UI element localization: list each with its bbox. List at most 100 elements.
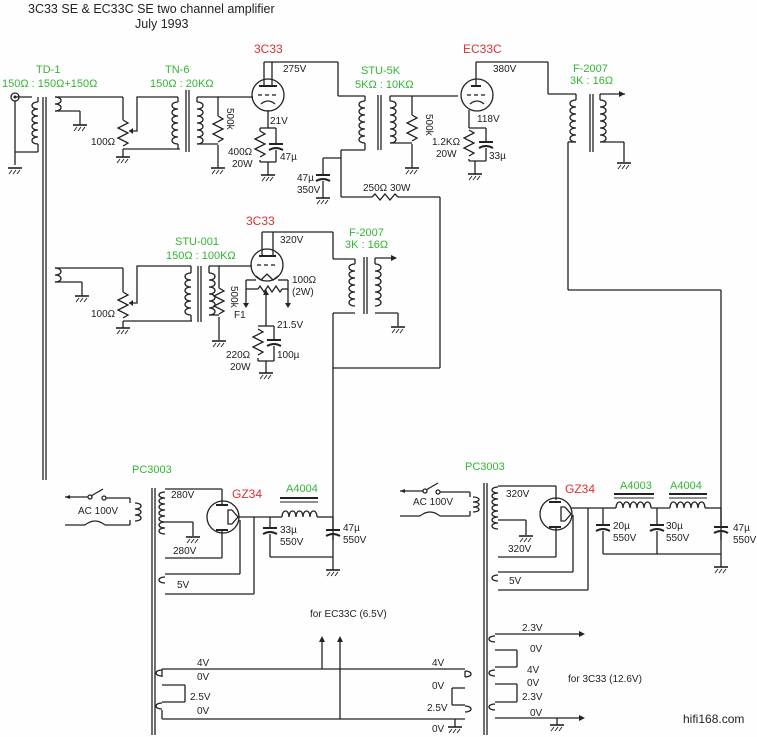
grid-resistor [406, 114, 418, 142]
ground-icon [616, 162, 632, 170]
psu2-c3: 47µ [733, 523, 750, 534]
ground-icon [549, 724, 565, 732]
f2007b-name: F-2007 [349, 227, 384, 239]
grid-resistor [213, 287, 225, 315]
filament-label: F1 [234, 310, 246, 321]
tube1-name: 3C33 [254, 42, 283, 56]
f2007-secondary [599, 99, 607, 143]
ground-icon [467, 173, 483, 181]
psu1-c1: 33µ [280, 525, 297, 536]
tube2-cathode-v: 118V [477, 114, 500, 125]
psu1-rectifier: GZ34 [232, 487, 262, 501]
choke-inductor [281, 510, 318, 518]
stu001-ratio: 150Ω : 100KΩ [166, 250, 236, 262]
grid-r3-value: 500k [228, 286, 239, 309]
ground-icon [260, 174, 276, 182]
arrow-up-icon [319, 636, 325, 642]
psu1-c2-v: 550V [343, 535, 367, 546]
stu5k-name: STU-5K [361, 65, 401, 77]
decoupling-c-voltage: 350V [297, 185, 321, 196]
tube1-plate-v: 275V [283, 64, 307, 75]
tube3-cathode-v: 21.5V [277, 320, 303, 331]
ground-icon [7, 167, 23, 175]
hum-balance-pot [257, 284, 283, 294]
ground-icon [115, 156, 131, 164]
psu2: PC3003 AC 100V 320V 320V 5V GZ34 A4003 [400, 461, 757, 735]
ground-icon [185, 536, 201, 544]
heater-tap-5: 2.3V [522, 692, 543, 703]
heater-3c33-label: for 3C33 (12.6V) [568, 674, 642, 685]
heater-tap-6: 0V [530, 708, 543, 719]
dropping-r-value: 250Ω 30W [363, 183, 411, 194]
heater-r-0v: 0V [432, 681, 445, 692]
tube3-cathode-c: 100µ [277, 350, 300, 361]
arrow-right-icon [579, 715, 585, 721]
grid-r1-value: 500k [224, 108, 235, 131]
tube3-cathode-r-watt: 20W [230, 362, 251, 373]
tube2-cathode-c: 33µ [489, 151, 506, 162]
stu001-name: STU-001 [175, 236, 219, 248]
cathode-capacitor [266, 339, 282, 347]
psu1: PC3003 AC 100V 280V 280V 5V GZ34 A4004 [65, 464, 367, 735]
psu1-hv-bottom: 280V [173, 546, 197, 557]
cathode-resistor [463, 129, 475, 157]
stu5k-ratio: 5KΩ : 10KΩ [355, 79, 414, 91]
title-line2: July 1993 [135, 17, 189, 31]
cathode-resistor [252, 328, 264, 356]
heater-tap-2: 0V [530, 644, 543, 655]
stu5k-primary [358, 100, 366, 144]
ground-icon [211, 340, 227, 348]
f2007-primary [569, 99, 577, 143]
heater-ec33c-label: for EC33C (6.5V) [310, 609, 387, 620]
psu2-choke2: A4004 [670, 480, 702, 492]
heater-ec33c: for EC33C (6.5V) 4V 0V 2.5V 0V 4V 0V 2.5… [155, 609, 472, 735]
dropping-resistor [371, 192, 399, 202]
pot1-value: 100Ω [91, 137, 116, 148]
heater-l-0v-b: 0V [197, 706, 210, 717]
td1-primary [31, 101, 39, 145]
ground-icon [74, 295, 90, 303]
heater-tap-1: 2.3V [522, 623, 543, 634]
tube3-plate-v: 320V [280, 235, 304, 246]
power-switch[interactable] [90, 488, 104, 497]
psu2-choke1: A4003 [620, 480, 652, 492]
cathode-capacitor [268, 143, 284, 151]
ground-icon [447, 726, 463, 734]
psu2-rectifier: GZ34 [565, 482, 595, 496]
f2007-primary [348, 263, 356, 307]
filter-capacitor [262, 527, 278, 535]
psu2-mains: AC 100V [413, 497, 453, 508]
psu2-c1: 20µ [613, 521, 630, 532]
rectifier-tube [539, 497, 573, 531]
ground-icon [518, 535, 534, 543]
psu2-rect-fil: 5V [509, 576, 522, 587]
tube2-plate-v: 380V [493, 64, 517, 75]
filter-capacitor [649, 524, 665, 532]
title-line1: 3C33 SE & EC33C SE two channel amplifier [28, 2, 275, 16]
hum-pot-value: 100Ω [292, 275, 317, 286]
cathode-resistor [254, 130, 266, 158]
decoupling-c-value: 47µ [297, 173, 314, 184]
psu1-transformer-name: PC3003 [132, 464, 172, 476]
psu1-rect-fil: 5V [177, 580, 190, 591]
psu1-mains: AC 100V [78, 506, 118, 517]
td1-ratio: 150Ω : 150Ω+150Ω [2, 78, 97, 90]
fuse-icon [419, 511, 441, 517]
power-switch[interactable] [425, 482, 439, 491]
tn6-ratio: 150Ω : 20KΩ [150, 78, 214, 90]
td1-name: TD-1 [36, 64, 60, 76]
triode-ec33c [460, 78, 494, 112]
arrow-up-icon [337, 636, 343, 642]
filter-capacitor [595, 524, 611, 532]
ground-icon [315, 197, 331, 205]
tube1-cathode-v: 21V [270, 116, 288, 127]
heater-tap-3: 4V [527, 665, 540, 676]
ground-icon [115, 327, 131, 335]
fuse-icon [84, 520, 106, 526]
psu2-c2-v: 550V [666, 533, 690, 544]
choke-inductor [615, 501, 652, 509]
cathode-r1-value: 400Ω [228, 147, 253, 158]
heater-l-4v: 4V [197, 658, 210, 669]
cathode-capacitor [478, 141, 494, 149]
